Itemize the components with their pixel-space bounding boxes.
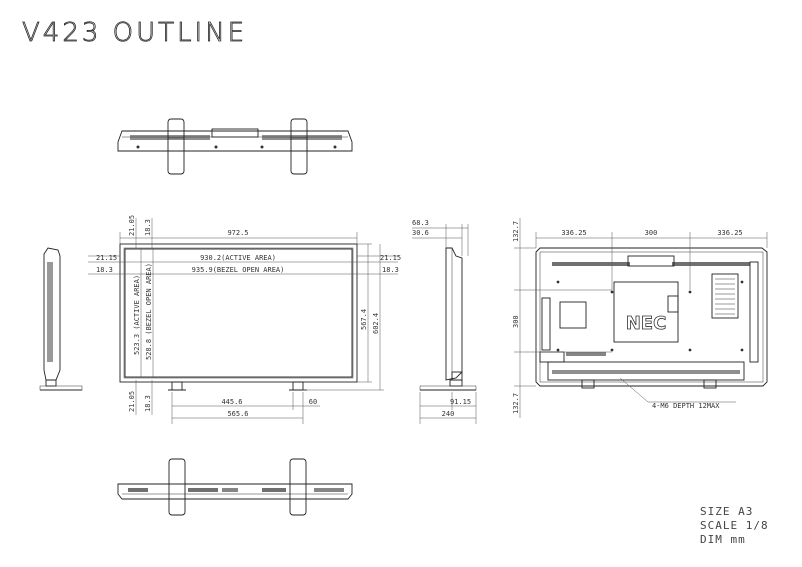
scale-note: SCALE 1/8 — [700, 519, 769, 532]
size-note: SIZE A3 — [700, 505, 754, 518]
dim-rear-top-margin: 132.7 — [512, 221, 520, 242]
dim-stand-spacing: 445.6 — [221, 398, 242, 406]
bottom-view — [117, 458, 353, 516]
dim-bottom-bezel-active: 21.05 — [128, 391, 136, 412]
dim-right-bezel-active: 21.15 — [380, 254, 401, 262]
dim-top-bezel-active: 21.05 — [128, 215, 136, 236]
dim-rear-right-margin: 336.25 — [717, 229, 742, 237]
front-stand-left — [171, 381, 183, 391]
dim-stand-outer: 565.6 — [227, 410, 248, 418]
dim-depth-thin: 30.6 — [412, 229, 429, 237]
dim-bezel-width: 935.9(BEZEL OPEN AREA) — [192, 266, 285, 274]
nec-logo: NEC — [626, 313, 667, 334]
dim-rear-left-margin: 336.25 — [561, 229, 586, 237]
dim-unit-note: DIM mm — [700, 533, 746, 546]
front-active-area — [124, 248, 353, 378]
left-side-view — [39, 247, 83, 391]
dim-base-depth: 240 — [442, 410, 455, 418]
side-dimensions — [412, 224, 477, 424]
dim-rear-bottom-margin: 132.7 — [512, 393, 520, 414]
dim-left-bezel-open: 18.3 — [96, 266, 113, 274]
front-dimensions — [88, 218, 398, 424]
dim-height-with-stand: 602.4 — [372, 313, 380, 334]
dim-overall-width: 972.5 — [227, 229, 248, 237]
dim-bottom-bezel-open: 18.3 — [144, 395, 152, 412]
front-stand-right — [292, 381, 304, 391]
rear-vent — [711, 273, 739, 319]
dim-active-height: 523.3 (ACTIVE AREA) — [133, 275, 141, 355]
rear-housing — [535, 247, 768, 387]
rear-view: NEC — [535, 247, 768, 389]
dim-left-bezel-active: 21.15 — [96, 254, 117, 262]
rear-mount-note: 4-M6 DEPTH 12MAX — [652, 402, 720, 410]
rear-dimensions — [514, 218, 768, 418]
top-view — [117, 118, 353, 175]
dim-right-bezel-open: 18.3 — [382, 266, 399, 274]
drawing-title: V423 OUTLINE — [22, 18, 248, 49]
dim-bezel-height: 528.8 (BEZEL OPEN AREA) — [145, 263, 153, 360]
right-side-view — [419, 247, 477, 391]
dim-base-depth-a: 91.15 — [450, 398, 471, 406]
dim-height-no-stand: 567.4 — [360, 309, 368, 330]
dim-top-bezel-open: 18.3 — [144, 219, 152, 236]
front-view — [119, 243, 358, 391]
dim-depth: 68.3 — [412, 219, 429, 227]
dim-stand-width: 60 — [309, 398, 317, 406]
dim-active-width: 930.2(ACTIVE AREA) — [200, 254, 276, 262]
dim-rear-vesa-v: 300 — [512, 315, 520, 328]
front-bezel — [119, 243, 358, 383]
dim-rear-vesa-h: 300 — [645, 229, 658, 237]
